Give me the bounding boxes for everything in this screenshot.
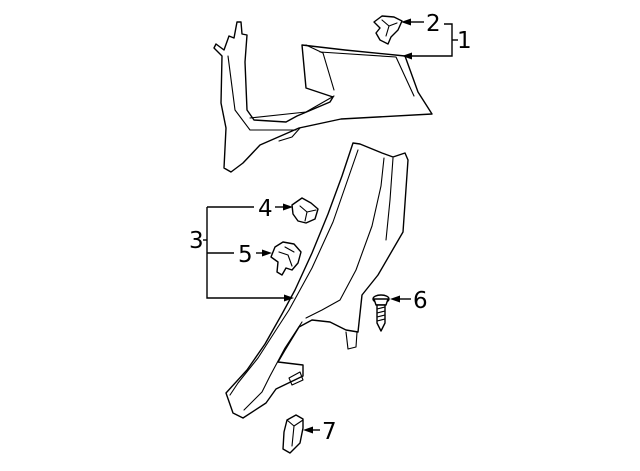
- callout-5: 5: [238, 242, 253, 268]
- clip-part-7: [282, 414, 304, 454]
- leader-6: [390, 295, 411, 303]
- callout-7: 7: [322, 419, 337, 445]
- retainer-part-5: [270, 241, 302, 276]
- clip-part-4: [291, 197, 319, 224]
- callout-2: 2: [426, 11, 441, 37]
- clip-part-2: [373, 15, 403, 45]
- callout-4: 4: [258, 196, 273, 222]
- callout-1: 1: [457, 28, 472, 54]
- upper-trim-panel: [213, 21, 433, 173]
- leader-3-bracket: [203, 207, 294, 302]
- leader-5: [207, 249, 272, 257]
- leader-4: [207, 203, 293, 211]
- leader-2: [401, 18, 424, 26]
- leader-1: [402, 23, 458, 60]
- leader-7: [303, 426, 320, 434]
- callout-6: 6: [413, 288, 428, 314]
- lower-pillar-trim: [225, 142, 409, 419]
- callout-3: 3: [189, 228, 204, 254]
- screw-part-6: [372, 294, 390, 332]
